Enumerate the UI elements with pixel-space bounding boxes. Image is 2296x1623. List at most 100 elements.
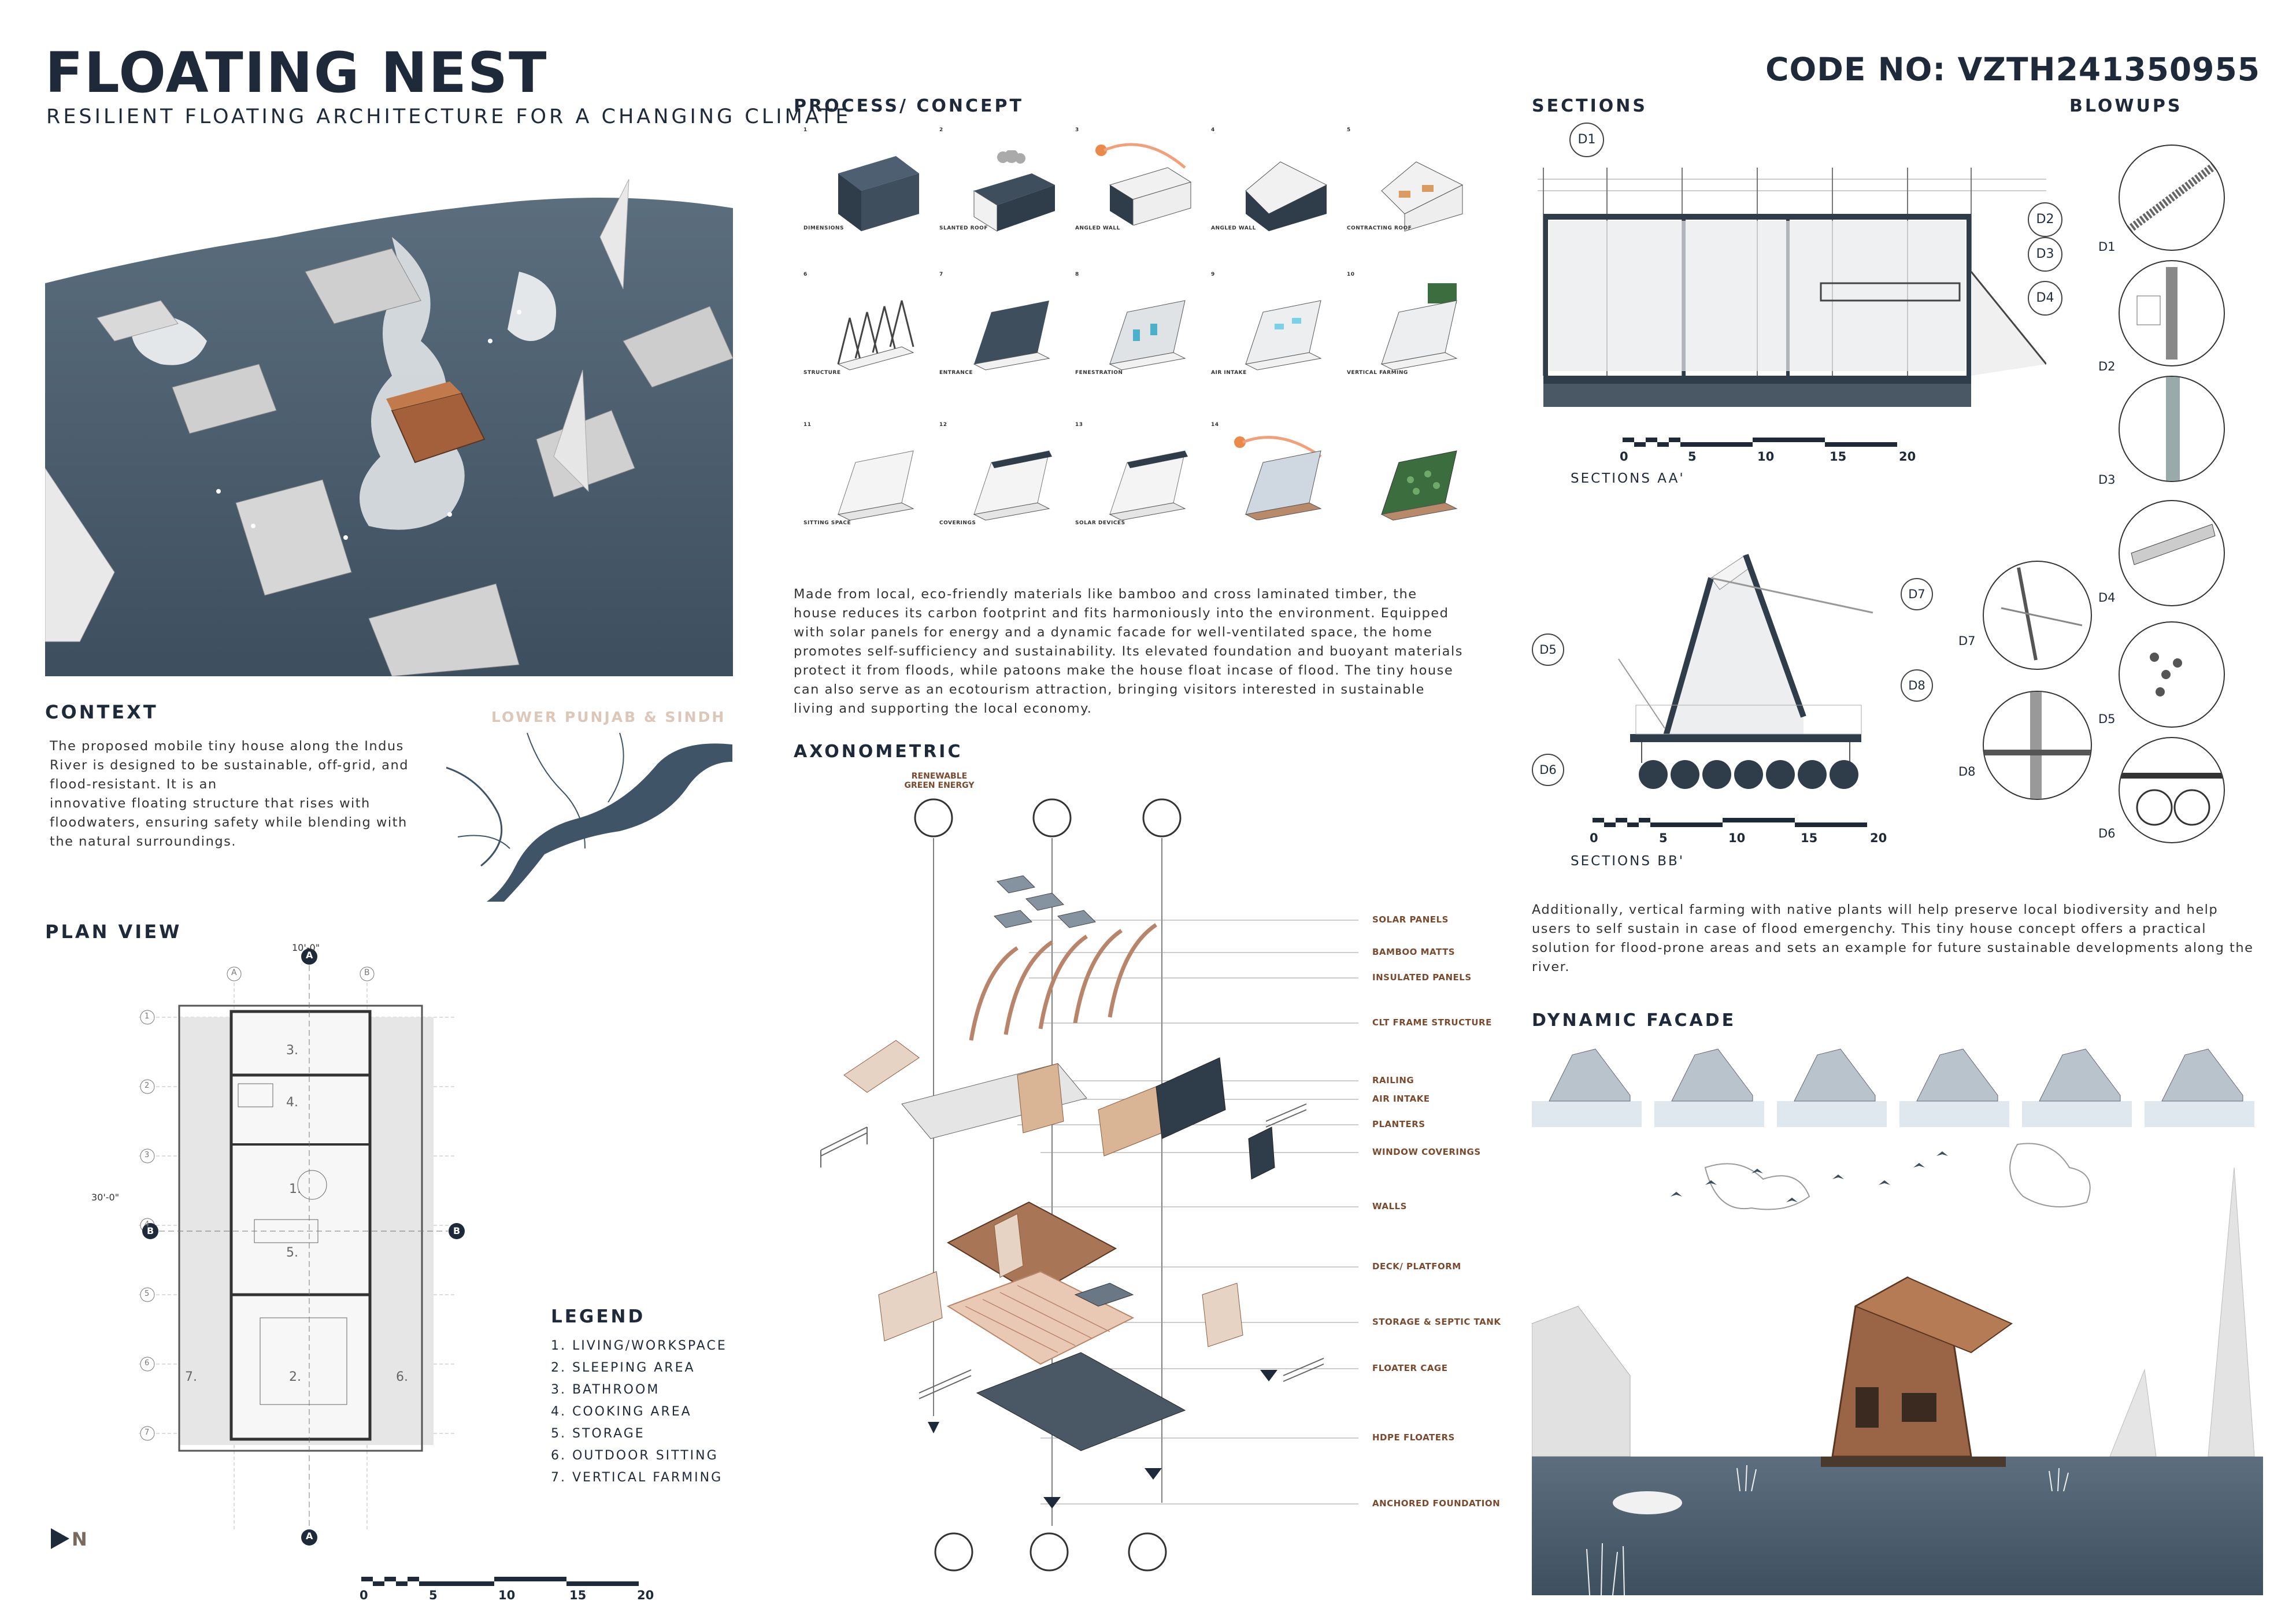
legend-list: 1. LIVING/WORKSPACE 2. SLEEPING AREA 3. … bbox=[551, 1335, 727, 1489]
step-caption: FENESTRATION bbox=[1075, 370, 1123, 376]
bb-scale-15: 15 bbox=[1801, 831, 1818, 845]
room-5: 5. bbox=[286, 1246, 298, 1260]
section-mark-a-bottom: A bbox=[306, 1531, 313, 1542]
blowup-d7-detail bbox=[1983, 561, 2092, 670]
process-step bbox=[1347, 422, 1474, 561]
section-mark-d5: D5 bbox=[1532, 633, 1564, 666]
code-number: CODE NO: VZTH241350955 bbox=[1765, 51, 2260, 88]
section-bb-scale-bar bbox=[1593, 818, 1882, 832]
section-mark-d1: D1 bbox=[1569, 123, 1604, 157]
axo-label-bamboo-matts: BAMBOO MATTS bbox=[1372, 947, 1456, 957]
process-step: 1 DIMENSIONS bbox=[803, 127, 931, 266]
axonometric-heading: AXONOMETRIC bbox=[794, 742, 963, 762]
process-step: 12 COVERINGS bbox=[939, 422, 1066, 561]
process-step: 6 STRUCTURE bbox=[803, 272, 931, 410]
sections-heading: SECTIONS bbox=[1532, 96, 1647, 116]
step-number: 7 bbox=[939, 272, 943, 277]
context-text-1: The proposed mobile tiny house along the… bbox=[50, 739, 409, 792]
plan-scale-15: 15 bbox=[569, 1588, 587, 1602]
grid-row-4: 4 bbox=[145, 1220, 150, 1229]
legend-item: 4. COOKING AREA bbox=[551, 1405, 692, 1419]
grid-row-6: 6 bbox=[145, 1359, 150, 1368]
grid-col-b: B bbox=[364, 968, 370, 977]
axo-label-insulated-panels: INSULATED PANELS bbox=[1372, 972, 1472, 983]
legend-item: 1. LIVING/WORKSPACE bbox=[551, 1339, 727, 1353]
axo-label-hdpe-floaters: HDPE FLOATERS bbox=[1372, 1432, 1455, 1443]
section-bb-label: SECTIONS BB' bbox=[1571, 854, 1685, 869]
plan-scale-10: 10 bbox=[498, 1588, 516, 1602]
blowup-label-d6: D6 bbox=[2098, 827, 2116, 840]
context-heading: CONTEXT bbox=[45, 701, 158, 723]
process-step: 8 FENESTRATION bbox=[1075, 272, 1202, 410]
step-number: 10 bbox=[1347, 272, 1355, 277]
bb-scale-0: 0 bbox=[1590, 831, 1598, 845]
axo-label-walls: WALLS bbox=[1372, 1201, 1407, 1211]
axo-label-railing: RAILING bbox=[1372, 1075, 1414, 1085]
section-mark-d4: D4 bbox=[2028, 281, 2062, 316]
plan-heading: PLAN VIEW bbox=[45, 921, 182, 943]
room-7: 7. bbox=[185, 1370, 197, 1384]
step-caption: SOLAR DEVICES bbox=[1075, 520, 1125, 526]
page-title: FLOATING NEST bbox=[45, 40, 548, 105]
legend-item: 2. SLEEPING AREA bbox=[551, 1361, 695, 1375]
grid-col-a: A bbox=[231, 968, 237, 977]
step-number: 9 bbox=[1211, 272, 1215, 277]
step-caption: ENTRANCE bbox=[939, 370, 973, 376]
section-mark-a-top: A bbox=[306, 950, 313, 961]
blowups-heading: BLOWUPS bbox=[2069, 96, 2183, 116]
legend-item: 7. VERTICAL FARMING bbox=[551, 1470, 723, 1485]
grid-row-2: 2 bbox=[145, 1081, 150, 1090]
blowup-d8-detail bbox=[1983, 691, 2092, 800]
bb-scale-5: 5 bbox=[1659, 831, 1668, 845]
step-number: 2 bbox=[939, 127, 943, 133]
section-mark-d7-label: D7 bbox=[1908, 587, 1925, 601]
context-text-2: innovative floating structure that rises… bbox=[50, 796, 408, 849]
step-caption: SLANTED ROOF bbox=[939, 225, 988, 231]
section-bb-drawing bbox=[1595, 543, 1884, 803]
blowup-label-d4: D4 bbox=[2098, 591, 2116, 605]
step-number: 12 bbox=[939, 422, 947, 428]
process-step: 13 SOLAR DEVICES bbox=[1075, 422, 1202, 561]
map-label: LOWER PUNJAB & SINDH bbox=[491, 709, 726, 725]
process-grid: 1 DIMENSIONS 2 SLANTED ROOF 3 ANGLED WAL… bbox=[803, 127, 1480, 572]
step-caption: ANGLED WALL bbox=[1211, 225, 1256, 231]
section-mark-b-right: B bbox=[453, 1225, 461, 1236]
bb-scale-20: 20 bbox=[1870, 831, 1887, 845]
legend-item: 5. STORAGE bbox=[551, 1426, 645, 1441]
facade-heading: DYNAMIC FACADE bbox=[1532, 1010, 1736, 1031]
blowup-label-d1: D1 bbox=[2098, 240, 2116, 254]
plan-scale-bar bbox=[361, 1577, 650, 1596]
process-step: 11 SITTING SPACE bbox=[803, 422, 931, 561]
plan-scale-20: 20 bbox=[637, 1588, 654, 1602]
axo-label-solar-panels: SOLAR PANELS bbox=[1372, 914, 1449, 925]
aa-scale-5: 5 bbox=[1688, 450, 1697, 464]
section-aa-scale-bar bbox=[1623, 438, 1912, 451]
grid-row-7: 7 bbox=[145, 1428, 150, 1437]
blowup-d6-detail bbox=[2119, 737, 2225, 843]
plan-scale-0: 0 bbox=[360, 1588, 368, 1602]
step-caption: ANGLED WALL bbox=[1075, 225, 1120, 231]
grid-row-1: 1 bbox=[145, 1012, 150, 1021]
step-caption: COVERINGS bbox=[939, 520, 976, 526]
axo-label-anchored-foundation: ANCHORED FOUNDATION bbox=[1372, 1498, 1501, 1509]
bb-scale-10: 10 bbox=[1728, 831, 1746, 845]
step-caption: SITTING SPACE bbox=[803, 520, 851, 526]
section-mark-d5-label: D5 bbox=[1539, 643, 1557, 657]
step-caption: CONTRACTING ROOF bbox=[1347, 225, 1412, 231]
axo-top-label: RENEWABLE GREEN ENERGY bbox=[904, 772, 975, 790]
section-mark-d3-label: D3 bbox=[2036, 247, 2054, 261]
axo-label-planters: PLANTERS bbox=[1372, 1119, 1425, 1129]
room-6: 6. bbox=[396, 1370, 408, 1384]
aa-scale-20: 20 bbox=[1899, 450, 1916, 464]
process-step: 3 ANGLED WALL bbox=[1075, 127, 1202, 266]
step-number: 8 bbox=[1075, 272, 1079, 277]
section-aa-label: SECTIONS AA' bbox=[1571, 471, 1685, 486]
blowup-d3-detail bbox=[2119, 376, 2225, 482]
aa-scale-15: 15 bbox=[1830, 450, 1847, 464]
step-caption: STRUCTURE bbox=[803, 370, 841, 376]
axo-label-floater-cage: FLOATER CAGE bbox=[1372, 1363, 1448, 1373]
blowup-label-d5: D5 bbox=[2098, 712, 2116, 726]
section-mark-b-left: B bbox=[147, 1225, 154, 1236]
aa-scale-0: 0 bbox=[1620, 450, 1628, 464]
grid-row-5: 5 bbox=[145, 1289, 150, 1298]
